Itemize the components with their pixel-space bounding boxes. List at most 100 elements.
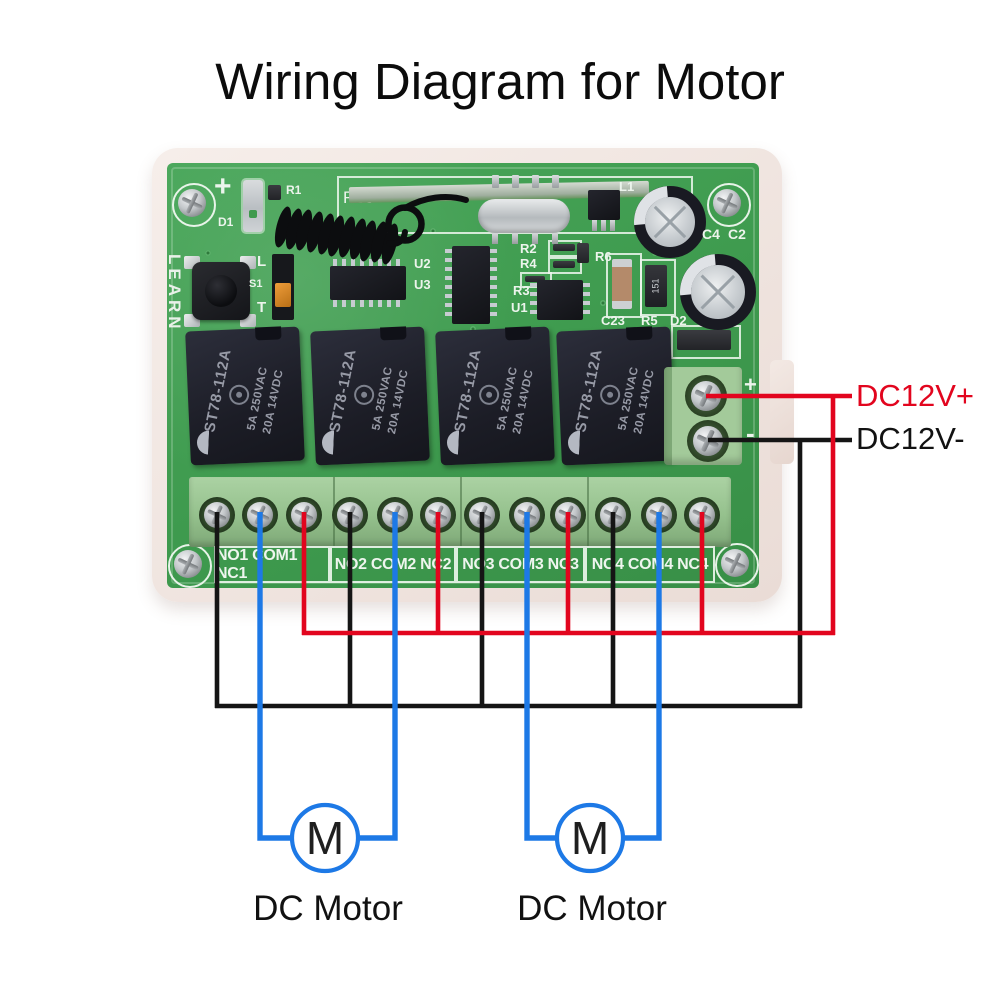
d1-label: D1 [218, 215, 234, 229]
motor-2-symbol: M [554, 802, 626, 874]
motor-circle [289, 802, 361, 874]
l1-label: L1 [619, 179, 635, 194]
u2-label: U2 [414, 256, 431, 271]
power-minus-mark: - [746, 418, 755, 448]
power-terminal-positive [685, 375, 727, 417]
via [600, 300, 606, 306]
terminal-labels-relay4: NO4 COM4 NC4 [585, 546, 715, 583]
plus-silkscreen: + [214, 170, 232, 203]
corner-screw [168, 544, 212, 588]
screw-icon [174, 550, 202, 578]
terminal-no2 [332, 497, 368, 533]
screw-icon [247, 502, 273, 528]
resistor-r1 [268, 185, 281, 200]
r2-label: R2 [520, 241, 537, 256]
screw-icon [555, 502, 581, 528]
l-label: L [257, 253, 267, 270]
motor-2-label: DC Motor [517, 889, 667, 928]
ic-u1 [530, 280, 590, 320]
c4-label: C4 [702, 226, 720, 242]
diode-d2 [677, 330, 731, 350]
motor-letter: M [571, 812, 609, 864]
learn-button [192, 262, 250, 320]
d2-label: D2 [670, 313, 687, 328]
corner-screw [715, 543, 759, 587]
terminal-com2 [377, 497, 413, 533]
screw-icon [178, 189, 206, 217]
header-pin [492, 175, 499, 188]
screw-icon [693, 426, 723, 456]
terminal-seam [587, 477, 589, 547]
enclosure-case-tab [770, 360, 794, 464]
terminal-com1 [242, 497, 278, 533]
via [320, 246, 326, 252]
terminal-nc1 [286, 497, 322, 533]
screw-icon [689, 502, 715, 528]
dc12v-positive-label: DC12V+ [856, 378, 975, 413]
capacitor-c4 [619, 171, 721, 273]
terminal-labels-relay1: NO1 COM1 NC1 [214, 546, 330, 583]
resistor [553, 244, 575, 251]
power-plus-mark: + [744, 372, 757, 397]
c23-label: C23 [601, 313, 625, 328]
r5-value: 151 [651, 278, 661, 294]
r4-label: R4 [520, 256, 537, 271]
via [205, 250, 211, 256]
r5-outline [640, 259, 676, 316]
relay-emblem-icon [477, 382, 501, 407]
resistor-r6 [577, 243, 589, 263]
regulator-leg [601, 220, 606, 231]
crystal-oscillator [478, 199, 570, 233]
header-pin [532, 175, 539, 188]
screw-icon [646, 502, 672, 528]
ic-soic16 [445, 246, 497, 324]
screw-icon [291, 502, 317, 528]
terminal-labels-relay3: NO3 COM3 NC3 [456, 546, 585, 583]
capacitor-c2 [664, 238, 772, 346]
screw-icon [721, 549, 749, 577]
screw-icon [600, 502, 626, 528]
motor-circle [554, 802, 626, 874]
header-pin [552, 175, 559, 188]
r1-label: R1 [286, 183, 302, 197]
terminal-nc3 [550, 497, 586, 533]
terminal-seam [460, 477, 462, 547]
relay-emblem-icon [598, 382, 622, 407]
u3-label: U3 [414, 277, 431, 292]
r3-label: R3 [513, 283, 530, 298]
header-pin [512, 175, 519, 188]
learn-label: LEARN [165, 254, 184, 333]
power-terminal-negative [687, 420, 729, 462]
jumper-cap [275, 283, 291, 307]
crystal-leg [552, 233, 558, 244]
crystal-leg [532, 233, 538, 244]
screw-icon [713, 189, 741, 217]
u1-label: U1 [511, 300, 528, 315]
via [430, 228, 436, 234]
capacitor-c23 [612, 259, 632, 309]
page-title: Wiring Diagram for Motor [215, 53, 785, 110]
s1-label: S1 [249, 278, 263, 290]
c2-label: C2 [728, 226, 746, 242]
screw-icon [425, 502, 451, 528]
screw-icon [691, 381, 721, 411]
screw-icon [469, 502, 495, 528]
r6-label: R6 [595, 249, 612, 264]
screw-icon [204, 502, 230, 528]
resistor-r5: 151 [645, 265, 667, 307]
terminal-no3 [464, 497, 500, 533]
relay-emblem-icon [227, 382, 251, 407]
screw-icon [514, 502, 540, 528]
crystal-leg [492, 233, 498, 244]
terminal-nc4 [684, 497, 720, 533]
terminal-com4 [641, 497, 677, 533]
led-d1 [243, 180, 263, 232]
relay-4: ST78-112A 5A 250VAC 20A 14VDC [556, 326, 676, 466]
terminal-com3 [509, 497, 545, 533]
regulator-leg [592, 220, 597, 231]
corner-screw [172, 183, 216, 227]
corner-screw [707, 183, 751, 227]
motor-1-label: DC Motor [253, 889, 403, 928]
t-label: T [257, 299, 267, 316]
